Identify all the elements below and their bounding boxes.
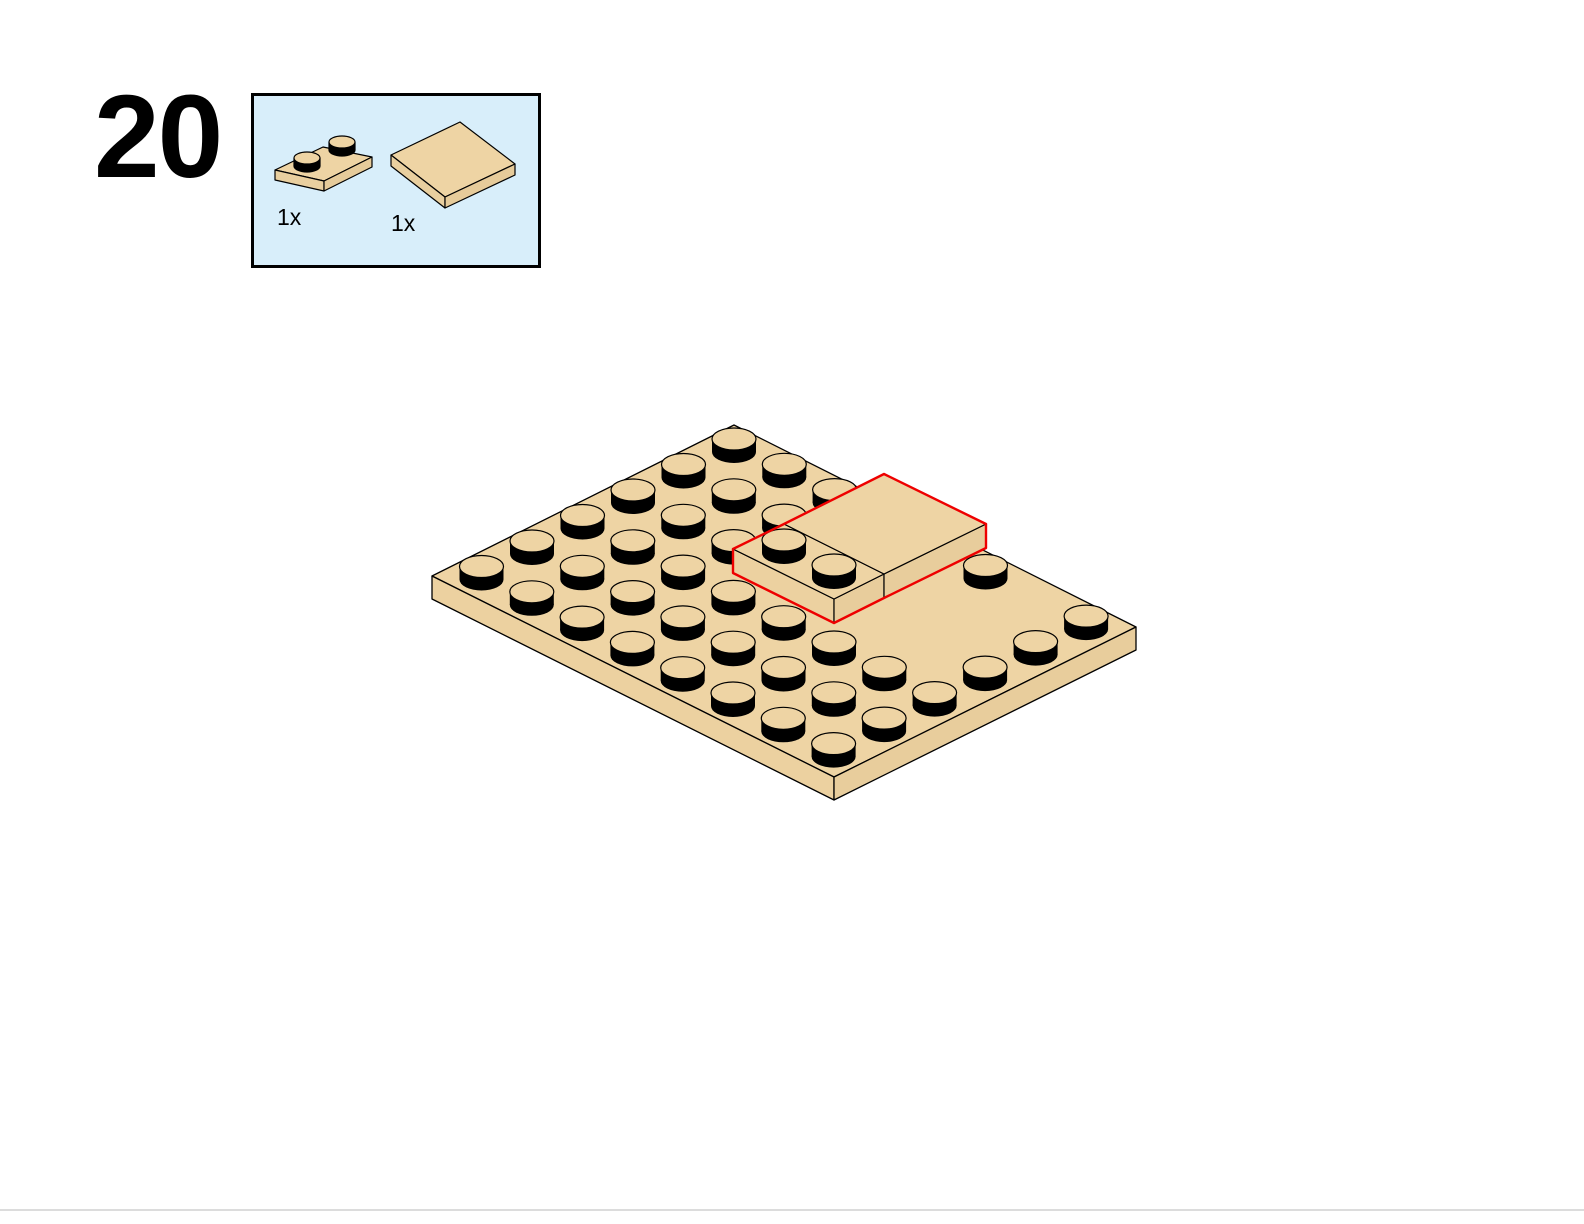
stud <box>559 503 606 540</box>
stud <box>760 655 807 692</box>
stud <box>710 681 756 717</box>
base-plate-6x8 <box>431 424 1137 801</box>
stud <box>911 680 958 717</box>
highlight-outline <box>731 472 988 625</box>
stud <box>962 553 1009 590</box>
stud <box>1063 604 1109 641</box>
stud <box>610 478 656 514</box>
new-parts <box>731 472 988 625</box>
stud <box>761 605 807 641</box>
plate-1x2-icon <box>274 135 373 192</box>
stud <box>609 579 656 616</box>
stud <box>810 731 857 768</box>
new-parts-highlight <box>731 472 988 625</box>
stud <box>1012 629 1059 666</box>
stud <box>610 529 656 565</box>
stud <box>660 554 706 591</box>
stud <box>962 655 1008 692</box>
stud <box>660 503 706 540</box>
parts-list-art <box>274 121 516 209</box>
step-number: 20 <box>94 71 223 203</box>
stud <box>811 681 857 717</box>
new-plate-stud <box>761 528 807 564</box>
stud <box>861 706 907 743</box>
stud <box>710 630 756 667</box>
stud <box>711 427 757 463</box>
stud <box>458 554 505 591</box>
part-quantity-tile: 1x <box>391 210 416 236</box>
stud <box>660 605 706 641</box>
stud <box>761 452 807 489</box>
stud <box>710 579 757 616</box>
parts-list-callout: 1x 1x <box>251 93 541 268</box>
stud <box>660 656 706 692</box>
stud <box>711 478 757 514</box>
new-plate-stud <box>811 553 857 589</box>
plate-right-side <box>833 626 1137 801</box>
stud <box>660 452 707 489</box>
part-quantity-plate: 1x <box>277 204 302 230</box>
stud <box>811 630 857 666</box>
page-divider <box>0 1209 1584 1211</box>
stud <box>509 529 555 565</box>
stud <box>559 605 605 642</box>
stud <box>559 554 605 591</box>
stud <box>609 630 656 667</box>
stud <box>509 580 555 616</box>
tile-2x2-icon <box>390 121 516 209</box>
stud <box>760 706 806 743</box>
stud <box>861 655 907 692</box>
